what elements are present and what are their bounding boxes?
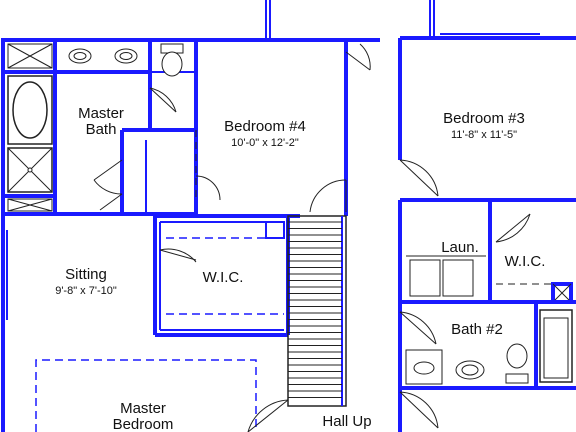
bedroom-4-label: Bedroom #4	[224, 118, 306, 135]
linen-cabinets	[7, 43, 53, 212]
vanity-sinks	[68, 48, 138, 64]
master-bath-label-line1: Master	[78, 105, 124, 122]
lower-right-walls	[398, 388, 439, 432]
tray-ceiling-outline	[35, 359, 257, 432]
bedroom-4-door	[309, 179, 347, 213]
hallway-walls	[345, 0, 435, 71]
closet-door-bedroom4	[195, 130, 221, 201]
bath-2-door	[399, 311, 437, 345]
master-bath-doors	[93, 87, 177, 211]
bedroom-3-door	[399, 159, 439, 197]
shower	[7, 147, 53, 193]
bath-2-label: Bath #2	[451, 321, 503, 338]
bedroom-4-walls	[194, 0, 348, 218]
master-bath-label-line2: Bath	[86, 121, 117, 138]
wic-right-label: W.I.C.	[505, 253, 546, 270]
master-bedroom-label-line1: Master	[120, 400, 166, 417]
hall-label: Hall Up	[322, 413, 371, 430]
toilet-master-bath	[160, 43, 184, 77]
laundry-walls	[398, 200, 490, 304]
wic-right-walls	[490, 213, 576, 304]
wic-left-label: W.I.C.	[203, 269, 244, 286]
staircase	[287, 215, 347, 407]
bath-2-walls	[398, 302, 576, 390]
laundry-label: Laun.	[441, 239, 479, 256]
master-bedroom-label-line2: Bedroom	[113, 416, 174, 432]
bedroom-3-dims: 11'-8" x 11'-5"	[451, 129, 517, 141]
bedroom-4-dims: 10'-0" x 12'-2"	[231, 137, 299, 149]
wic-left-walls	[153, 214, 290, 337]
sitting-dims: 9'-8" x 7'-10"	[55, 285, 117, 297]
master-bedroom-door	[247, 399, 289, 432]
bedroom-3-walls	[398, 33, 576, 302]
wic-left-door	[159, 248, 197, 263]
sitting-label: Sitting	[65, 266, 107, 283]
bedroom-3-label: Bedroom #3	[443, 110, 525, 127]
left-outer-wall	[1, 214, 8, 432]
bathtub	[7, 75, 53, 145]
